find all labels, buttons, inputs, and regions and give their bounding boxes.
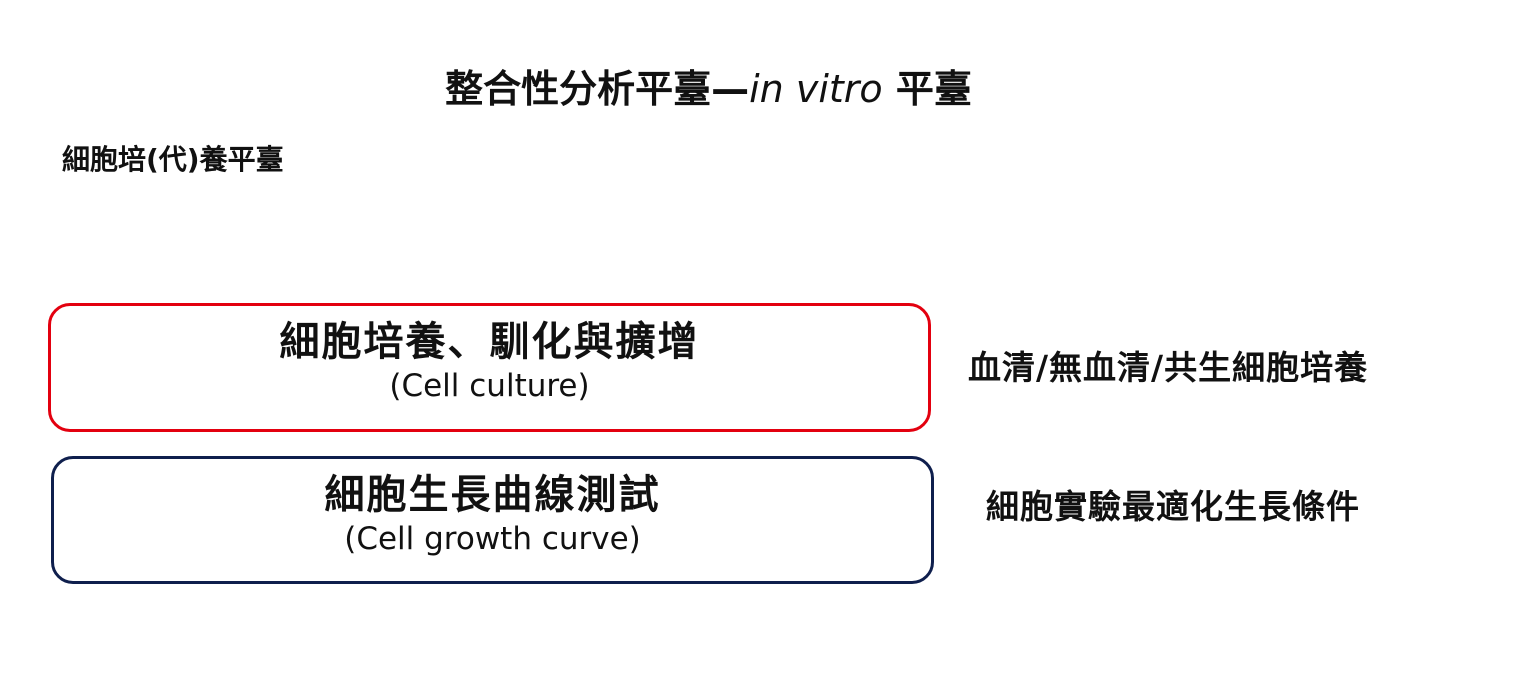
page-title-italic: in vitro bbox=[749, 67, 883, 111]
page-title-prefix: 整合性分析平臺— bbox=[445, 67, 750, 111]
page-title-suffix: 平臺 bbox=[882, 67, 972, 111]
page-title: 整合性分析平臺—in vitro 平臺 bbox=[0, 58, 1417, 113]
cell-culture-subtitle: (Cell culture) bbox=[389, 368, 590, 404]
cell-growth-subtitle: (Cell growth curve) bbox=[344, 521, 641, 557]
cell-growth-note: 細胞實驗最適化生長條件 bbox=[986, 487, 1360, 526]
section-label: 細胞培(代)養平臺 bbox=[62, 143, 284, 176]
cell-culture-title: 細胞培養、馴化與擴增 bbox=[279, 319, 700, 365]
cell-culture-note: 血清/無血清/共生細胞培養 bbox=[968, 348, 1369, 387]
cell-growth-box: 細胞生長曲線測試 (Cell growth curve) bbox=[51, 456, 934, 584]
cell-culture-box: 細胞培養、馴化與擴增 (Cell culture) bbox=[48, 303, 931, 432]
cell-growth-title: 細胞生長曲線測試 bbox=[324, 472, 661, 518]
